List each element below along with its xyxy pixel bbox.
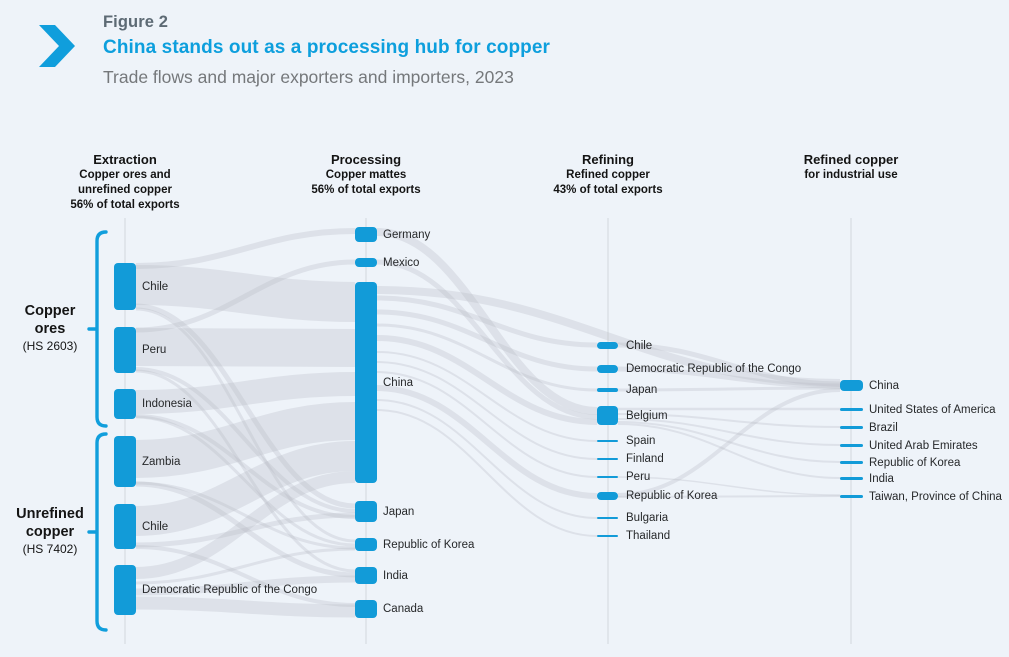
node-processing-germany	[355, 227, 377, 242]
node-refined-copper-republic-of-korea	[840, 461, 863, 464]
node-refining-thailand	[597, 535, 618, 537]
chevron-icon	[39, 25, 75, 67]
flow-belgium-to-india	[617, 423, 841, 479]
node-processing-china	[355, 282, 377, 483]
flow-china-to-belgium	[376, 335, 598, 425]
node-refined-copper-brazil	[840, 426, 863, 429]
flow-china-to-bulgaria	[376, 399, 598, 519]
bracket-unrefined-copper	[87, 432, 108, 632]
node-refining-japan	[597, 388, 618, 392]
flow-germany-to-belgium	[376, 228, 598, 415]
flow-chile-to-canada	[135, 545, 356, 607]
flow-democratic-republic-of-the-congo-to-china	[135, 471, 356, 579]
bracket-copper-ores	[87, 230, 108, 428]
node-extraction-chile	[114, 263, 136, 310]
flow-indonesia-to-china	[135, 372, 356, 414]
node-refining-finland	[597, 458, 618, 460]
figure-label: Figure 2	[103, 13, 168, 31]
flow-china-to-republic-of-korea	[376, 385, 598, 499]
node-extraction-democratic-republic-of-the-congo	[114, 565, 136, 615]
node-processing-republic-of-korea	[355, 538, 377, 551]
node-extraction-zambia	[114, 436, 136, 487]
flow-peru-to-india	[135, 369, 356, 573]
flow-china-to-thailand	[376, 409, 598, 537]
flow-china-to-peru	[376, 371, 598, 478]
flow-democratic-republic-of-the-congo-to-china	[617, 366, 841, 389]
flow-chile-to-japan	[135, 303, 356, 509]
flow-peru-to-mexico	[135, 259, 356, 333]
flow-belgium-to-republic-of-korea	[617, 421, 841, 463]
node-refining-chile	[597, 342, 618, 349]
node-refined-copper-china	[840, 380, 863, 391]
node-extraction-indonesia	[114, 389, 136, 419]
figure-subtitle: Trade flows and major exporters and impo…	[103, 67, 514, 87]
node-processing-india	[355, 567, 377, 584]
node-refining-bulgaria	[597, 517, 618, 519]
node-refined-copper-united-states-of-america	[840, 408, 863, 411]
node-processing-canada	[355, 600, 377, 618]
node-processing-mexico	[355, 258, 377, 267]
flow-belgium-to-united-arab-emirates	[617, 418, 841, 446]
flow-china-to-democratic-republic-of-the-congo	[376, 309, 598, 372]
flow-republic-of-korea-to-china	[617, 388, 841, 497]
flow-chile-to-china	[617, 342, 841, 387]
flow-china-to-japan	[376, 323, 598, 392]
flow-republic-of-korea-to-taiwan-province-of-china	[617, 495, 841, 498]
node-processing-japan	[355, 501, 377, 522]
flow-peru-to-taiwan-province-of-china	[617, 476, 841, 496]
flow-mexico-to-belgium	[376, 259, 598, 420]
node-extraction-chile	[114, 504, 136, 549]
node-refining-peru	[597, 476, 618, 478]
node-refining-democratic-republic-of-the-congo	[597, 365, 618, 373]
node-refining-republic-of-korea	[597, 492, 618, 500]
flow-indonesia-to-japan	[135, 414, 356, 519]
figure-title: China stands out as a processing hub for…	[103, 37, 551, 58]
flow-democratic-republic-of-the-congo-to-canada	[135, 596, 356, 618]
flow-japan-to-china	[617, 386, 841, 392]
flow-indonesia-to-republic-of-korea	[135, 415, 356, 547]
flow-democratic-republic-of-the-congo-to-india	[135, 575, 356, 596]
flow-china-to-finland	[376, 361, 598, 460]
node-refining-spain	[597, 440, 618, 442]
flow-peru-to-china	[135, 328, 356, 367]
flow-democratic-republic-of-the-congo-to-republic-of-korea	[135, 547, 356, 585]
node-refined-copper-india	[840, 477, 863, 480]
flow-chile-to-republic-of-korea	[135, 307, 356, 543]
flow-peru-to-japan	[135, 367, 356, 513]
node-refined-copper-taiwan-province-of-china	[840, 495, 863, 498]
flow-china-to-chile	[376, 295, 598, 348]
node-refining-belgium	[597, 406, 618, 425]
flow-chile-to-china	[135, 265, 356, 322]
flow-zambia-to-india	[135, 481, 356, 578]
flow-zambia-to-republic-of-korea	[135, 481, 356, 550]
flow-chile-to-japan	[135, 512, 356, 548]
flow-belgium-to-brazil	[617, 413, 841, 428]
flow-chile-to-germany	[135, 228, 356, 269]
node-refined-copper-united-arab-emirates	[840, 444, 863, 447]
node-extraction-peru	[114, 327, 136, 373]
figure-header: Figure 2 China stands out as a processin…	[0, 0, 1009, 120]
flow-zambia-to-china	[135, 402, 356, 478]
flow-china-to-china	[376, 286, 841, 387]
flow-china-to-spain	[376, 351, 598, 442]
flow-chile-to-china	[135, 441, 356, 536]
